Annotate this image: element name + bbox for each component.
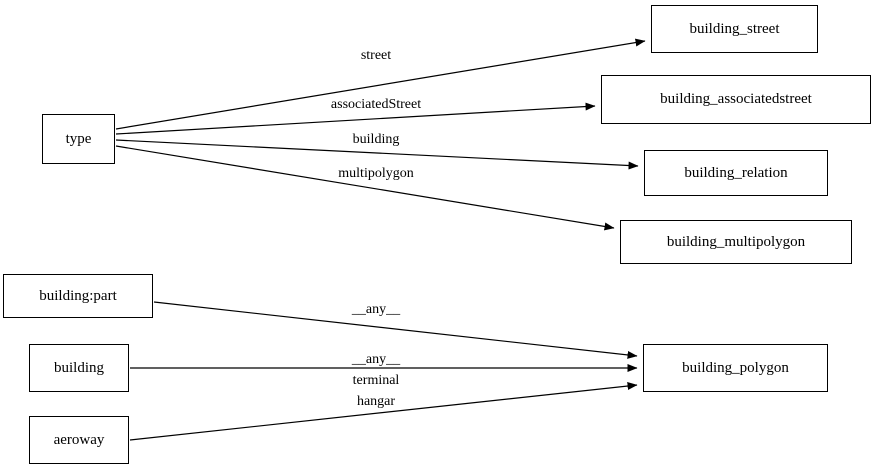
node-building[interactable]: building [29, 344, 129, 392]
node-building_street[interactable]: building_street [651, 5, 818, 53]
edge-label-e6: __any__ [351, 352, 401, 367]
node-building_relation[interactable]: building_relation [644, 150, 828, 196]
edge-e5 [153, 301, 638, 359]
node-label: type [65, 130, 92, 147]
node-type[interactable]: type [42, 114, 115, 164]
node-label: building:part [39, 287, 117, 304]
node-building_part[interactable]: building:part [3, 274, 153, 318]
node-aeroway[interactable]: aeroway [29, 416, 129, 464]
edge-label-e7b: hangar [356, 394, 396, 409]
edge-e1 [115, 38, 646, 130]
edge-label-e4: multipolygon [338, 166, 414, 181]
node-label: building_polygon [682, 359, 789, 376]
edge-e2 [115, 102, 596, 135]
edge-e7 [129, 382, 638, 441]
edge-label-e7: terminal [352, 373, 400, 388]
node-label: aeroway [53, 431, 105, 448]
node-building_polygon[interactable]: building_polygon [643, 344, 828, 392]
node-building_associatedstreet[interactable]: building_associatedstreet [601, 75, 871, 124]
edge-label-e2: associatedStreet [330, 97, 422, 112]
node-label: building_associatedstreet [660, 91, 812, 107]
edge-label-e3: building [352, 132, 400, 147]
node-building_multipolygon[interactable]: building_multipolygon [620, 220, 852, 264]
node-label: building_multipolygon [666, 233, 806, 250]
edge-e4 [115, 145, 615, 231]
edge-label-e1: street [360, 48, 392, 63]
node-label: building_relation [684, 164, 788, 181]
edge-label-e5: __any__ [351, 302, 401, 317]
edge-lines [115, 38, 646, 441]
node-label: building [53, 359, 104, 376]
node-label: building_street [689, 20, 780, 37]
edge-e3 [115, 139, 639, 170]
